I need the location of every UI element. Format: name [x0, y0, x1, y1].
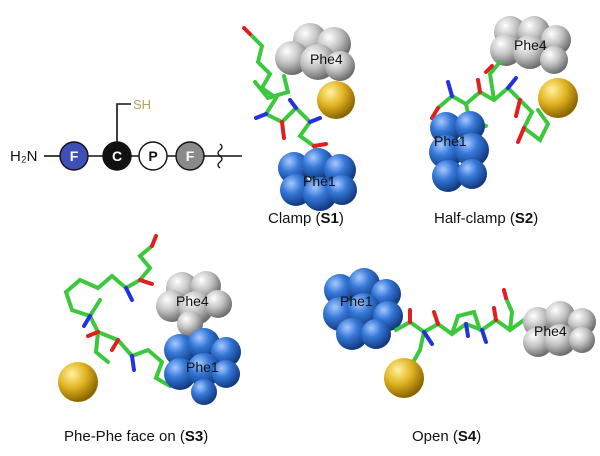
- phe4-label: Phe4: [514, 37, 547, 53]
- conformer-s4-open: Phe1 Phe4: [323, 268, 596, 398]
- caption-id: S4: [457, 428, 477, 445]
- phe1-spacefill: [323, 268, 403, 350]
- conformer-s1-clamp: Phe4 Phe1: [242, 23, 357, 211]
- caption-text: Clamp (: [268, 210, 321, 227]
- residue-circle: P: [138, 141, 168, 171]
- phe1-label: Phe1: [186, 359, 219, 375]
- svg-text:F: F: [70, 148, 79, 164]
- caption-close: ): [476, 428, 482, 445]
- svg-text:C: C: [112, 148, 122, 164]
- residue-circle: F: [175, 141, 205, 171]
- phe4-spacefill: [156, 271, 232, 337]
- cys-side-chain-bond: [116, 103, 131, 142]
- phe1-label: Phe1: [434, 133, 467, 149]
- side-chain-label: SH: [133, 97, 151, 112]
- caption-s3: Phe-Phe face on (S3): [64, 428, 208, 445]
- svg-text:P: P: [148, 148, 157, 164]
- phe4-spacefill: [490, 16, 571, 74]
- caption-close: ): [338, 210, 344, 227]
- sulfur-sphere: [538, 78, 578, 118]
- caption-close: ): [203, 428, 209, 445]
- sulfur-sphere: [317, 81, 355, 119]
- peptide-sticks: [64, 234, 172, 388]
- peptide-sticks: [242, 26, 328, 174]
- svg-text:F: F: [186, 148, 195, 164]
- caption-close: ): [533, 210, 539, 227]
- phe4-label: Phe4: [310, 51, 343, 67]
- phe1-spacefill: [164, 328, 241, 405]
- phe4-label: Phe4: [534, 323, 567, 339]
- chain-continuation-squiggle: [217, 143, 223, 169]
- phe1-label: Phe1: [340, 293, 373, 309]
- residue-circle: C: [102, 141, 132, 171]
- phe1-label: Phe1: [303, 173, 336, 189]
- sulfur-sphere: [58, 362, 98, 402]
- caption-text: Half-clamp (: [434, 210, 515, 227]
- conformer-s3-face-on: Phe4 Phe1: [58, 234, 241, 405]
- phe4-spacefill: [523, 301, 596, 357]
- peptide-sticks: [430, 60, 551, 144]
- caption-text: Open (: [412, 428, 458, 445]
- caption-id: S1: [320, 210, 339, 227]
- n-terminus-label: H₂N: [10, 148, 38, 165]
- phe1-spacefill: [278, 148, 357, 211]
- caption-text: Phe-Phe face on (: [64, 428, 185, 445]
- conformer-s2-half-clamp: Phe4 Phe1: [429, 16, 578, 192]
- caption-s1: Clamp (S1): [268, 210, 344, 227]
- phe4-label: Phe4: [176, 293, 209, 309]
- phe1-spacefill: [429, 111, 489, 192]
- phe4-spacefill: [275, 23, 355, 81]
- caption-s4: Open (S4): [412, 428, 481, 445]
- caption-id: S3: [184, 428, 204, 445]
- caption-id: S2: [514, 210, 534, 227]
- caption-s2: Half-clamp (S2): [434, 210, 538, 227]
- residue-circle: F: [59, 141, 89, 171]
- sequence-schematic: H₂N SH F C P F: [10, 97, 242, 171]
- peptide-sticks: [394, 288, 526, 366]
- sulfur-sphere: [384, 358, 424, 398]
